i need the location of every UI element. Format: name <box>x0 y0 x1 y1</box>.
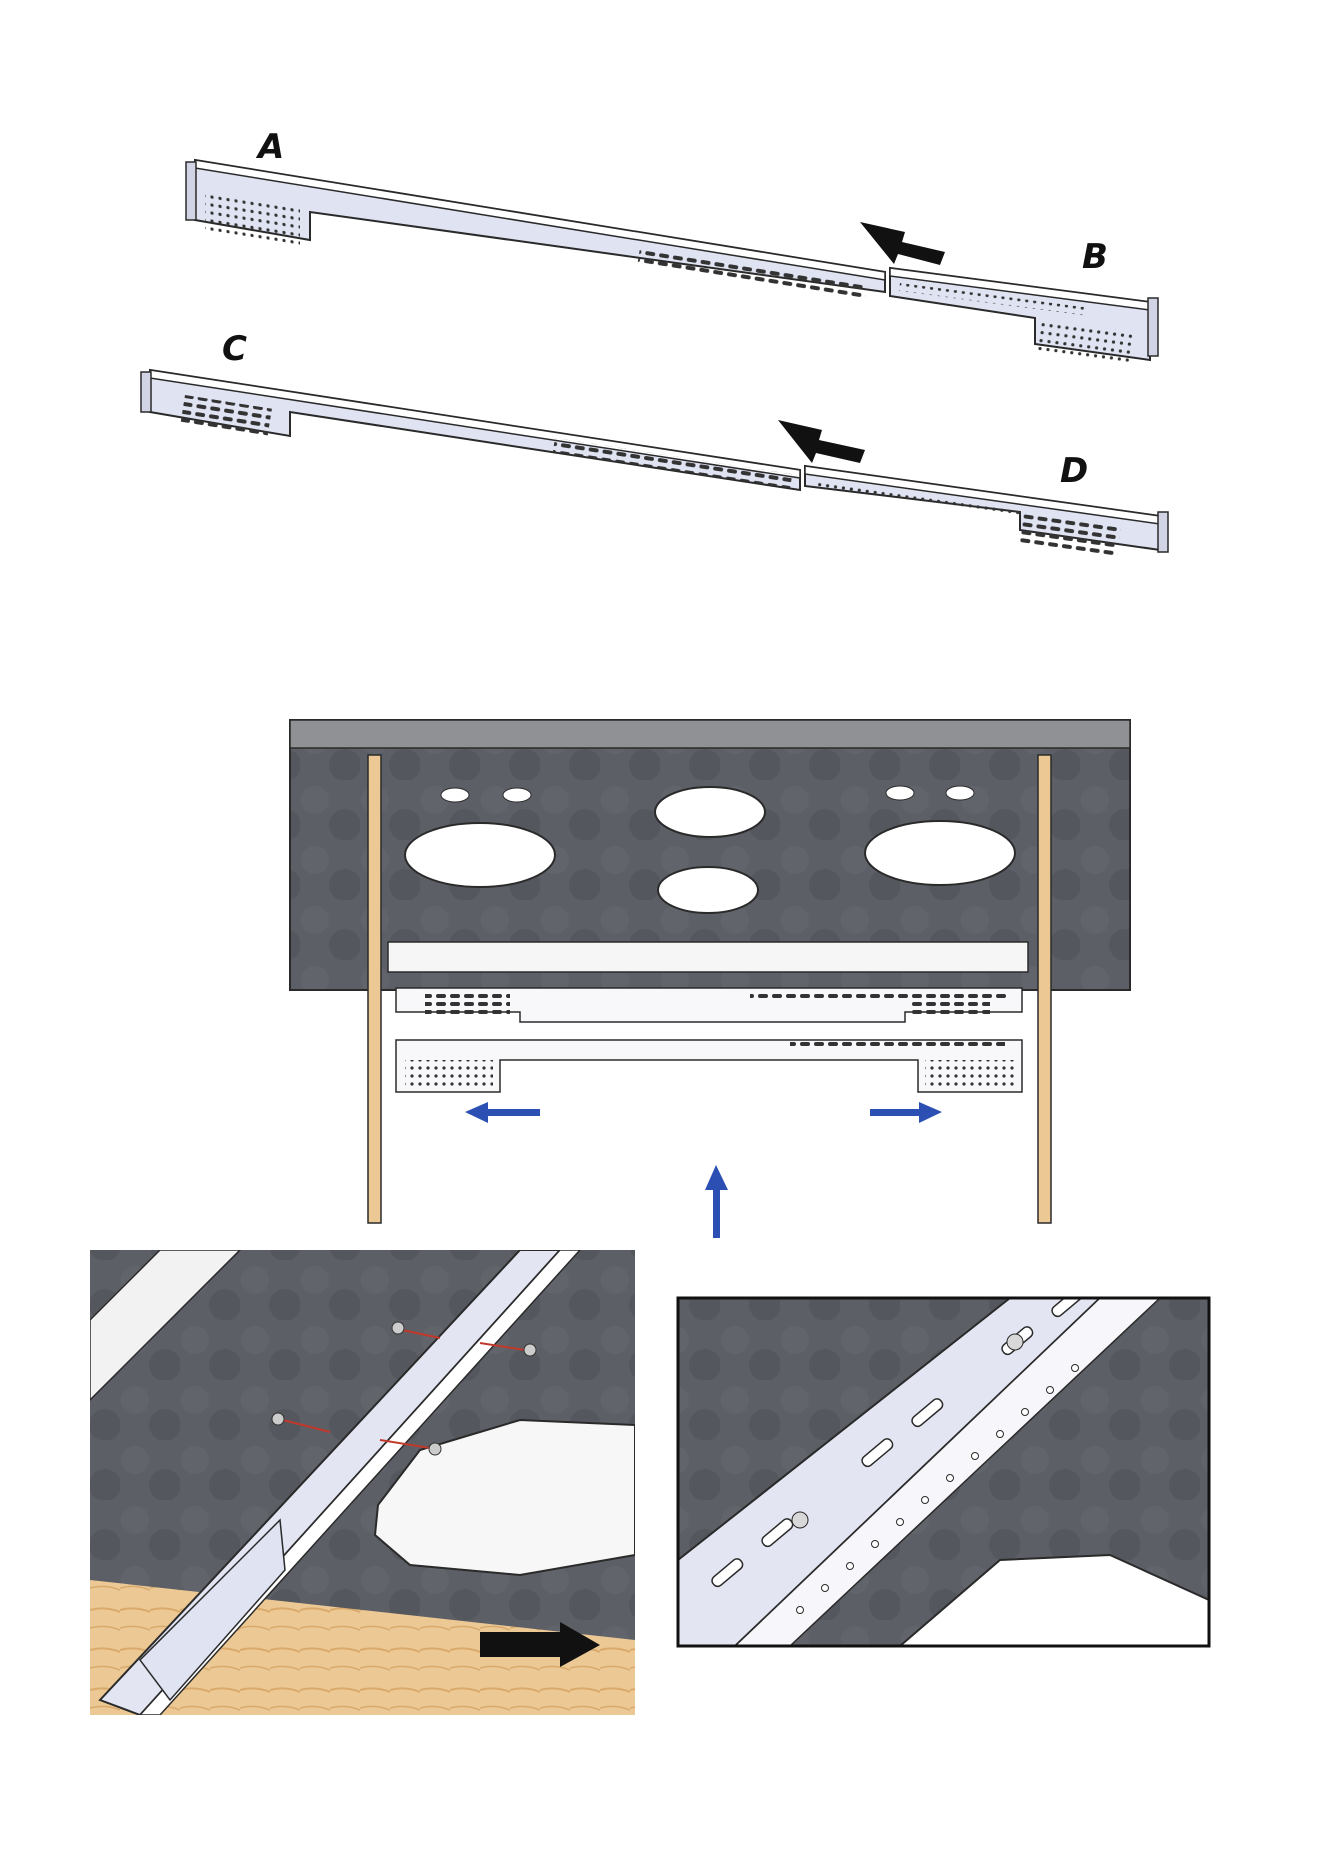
screw-icon <box>1007 1334 1023 1350</box>
arrow-left-icon <box>860 222 945 265</box>
front-rail-channel <box>388 942 1028 972</box>
arrow-left-icon <box>465 1102 540 1123</box>
arrow-left-icon <box>778 420 865 463</box>
screw-icon <box>429 1443 441 1455</box>
right-cabinet-side <box>1038 755 1051 1223</box>
worktop-edge <box>290 720 1130 748</box>
rail-assembly-ab: A B <box>186 127 1158 367</box>
left-cabinet-side <box>368 755 381 1223</box>
detail-mounted-rail <box>678 1287 1209 1646</box>
small-cutout <box>946 786 974 800</box>
center-cutout-bottom <box>658 867 758 913</box>
rail-front-upper <box>396 988 1022 1022</box>
small-cutout <box>886 786 914 800</box>
large-cutout-left <box>405 823 555 887</box>
rail-assembly-cd: C D <box>141 329 1168 558</box>
small-cutout <box>441 788 469 802</box>
label-c: C <box>222 329 247 369</box>
label-a: A <box>255 127 284 167</box>
screw-icon <box>524 1344 536 1356</box>
small-cutout <box>503 788 531 802</box>
large-cutout-right <box>865 821 1015 885</box>
rail-d <box>805 466 1168 558</box>
arrow-up-icon <box>705 1165 728 1238</box>
rail-c <box>141 370 800 490</box>
worktop-front-view <box>290 720 1130 1238</box>
rail-b <box>890 268 1158 367</box>
screw-icon <box>392 1322 404 1334</box>
rail-front-lower <box>396 1040 1022 1092</box>
label-b: B <box>1082 237 1108 277</box>
center-cutout-top <box>655 787 765 837</box>
screw-icon <box>792 1512 808 1528</box>
rail-a <box>186 160 885 300</box>
label-d: D <box>1060 451 1088 491</box>
screw-icon <box>272 1413 284 1425</box>
arrow-right-icon <box>870 1102 942 1123</box>
detail-screw-fixing <box>90 1250 635 1715</box>
